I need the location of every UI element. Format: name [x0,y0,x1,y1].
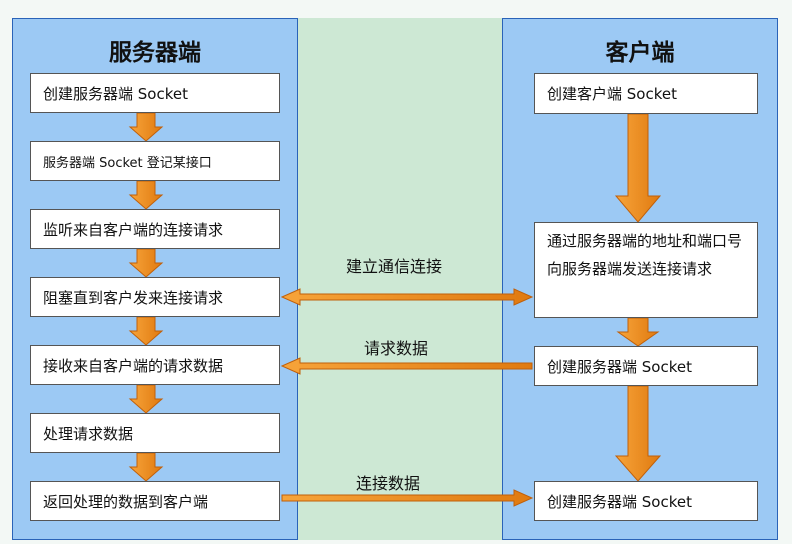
establish-connection-label: 建立通信连接 [346,257,443,276]
establish-connection-arrow [280,288,534,306]
server-step-listen: 监听来自客户端的连接请求 [30,209,280,249]
client-flow-arrow-3 [614,385,662,482]
server-flow-arrow-3 [128,248,164,278]
request-data-arrow [280,357,533,375]
connect-data-arrow [281,489,534,507]
client-step-create-socket: 创建客户端 Socket [534,73,758,114]
client-flow-arrow-1 [614,113,662,223]
server-step-block: 阻塞直到客户发来连接请求 [30,277,280,317]
server-flow-arrow-1 [128,112,164,142]
client-step-send-request: 通过服务器端的地址和端口号向服务器端发送连接请求 [534,222,758,318]
client-title: 客户端 [605,40,675,66]
server-flow-arrow-2 [128,180,164,210]
server-step-create-socket: 创建服务器端 Socket [30,73,280,113]
server-flow-arrow-5 [128,384,164,414]
server-step-process: 处理请求数据 [30,413,280,453]
client-step-create-server-socket-1: 创建服务器端 Socket [534,346,758,386]
server-step-receive: 接收来自客户端的请求数据 [30,345,280,385]
request-data-label: 请求数据 [364,339,429,358]
server-step-register-port: 服务器端 Socket 登记某接口 [30,141,280,181]
client-flow-arrow-2 [616,317,660,347]
server-step-return: 返回处理的数据到客户端 [30,481,280,521]
client-step-create-server-socket-2: 创建服务器端 Socket [534,481,758,521]
server-flow-arrow-6 [128,452,164,482]
server-title: 服务器端 [109,40,201,66]
center-gap [298,18,502,540]
server-flow-arrow-4 [128,316,164,346]
connect-data-label: 连接数据 [356,474,421,493]
